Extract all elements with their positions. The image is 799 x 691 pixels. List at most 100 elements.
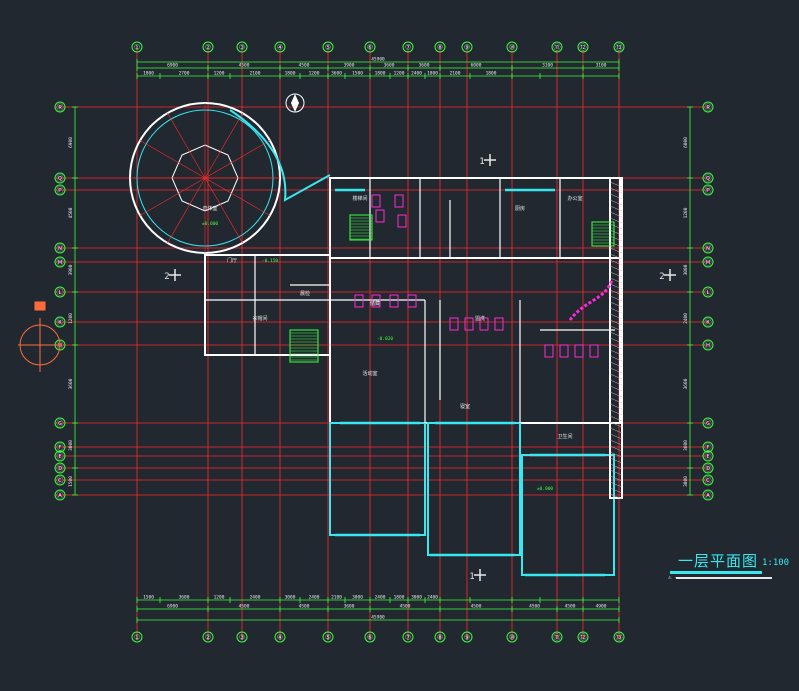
top-axis-label: ⑬ <box>616 44 623 52</box>
toilet-stall <box>494 317 504 331</box>
top-detail-dim-label: 2400 <box>411 71 422 77</box>
left-axis-label: Ⓡ <box>57 104 64 112</box>
room-label: 门厅 <box>227 257 237 264</box>
bottom-row-dim-label: 4500 <box>400 604 411 610</box>
top-axis-label: ⑨ <box>464 44 470 52</box>
east-wall-hatch <box>609 247 623 254</box>
left-axis-label: Ⓒ <box>57 477 64 485</box>
right-axis-bubble <box>702 286 714 298</box>
curved-connector-wall <box>229 109 331 202</box>
right-axis-label: Ⓕ <box>705 444 712 452</box>
north-arrow-tip <box>34 301 46 311</box>
right-axis-bubble <box>702 172 714 184</box>
right-axis-bubble <box>702 316 714 328</box>
east-wall-hatch <box>609 493 623 500</box>
toilet-stall <box>464 317 474 331</box>
top-row-dim-label: 3600 <box>384 63 395 69</box>
drawing-title-block: 一层平面图 1:100 ⚠ — <box>668 550 799 590</box>
right-axis-label: Ⓡ <box>705 104 712 112</box>
left-axis-label: Ⓛ <box>57 289 64 297</box>
top-axis-label: ① <box>134 44 140 52</box>
bottom-axis-label: ③ <box>239 634 245 642</box>
toilet-stall <box>389 294 399 308</box>
right-axis-label: Ⓔ <box>705 453 712 461</box>
east-wall-hatch <box>609 445 623 452</box>
bottom-axis-bubble <box>506 631 518 643</box>
top-axis-bubble <box>434 41 446 53</box>
top-detail-dim-label: 1800 <box>427 71 438 77</box>
east-wall-hatch <box>609 289 623 296</box>
round-hall-radial-line <box>167 112 206 179</box>
bottom-row-dim-label: 4500 <box>239 604 250 610</box>
top-detail-dim-label: 2100 <box>450 71 461 77</box>
east-wall-hatch <box>609 385 623 392</box>
top-axis-bubble <box>274 41 286 53</box>
top-detail-dim-label: 1200 <box>309 71 320 77</box>
east-wall-hatch <box>609 307 623 314</box>
left-axis-label: Ⓠ <box>57 175 64 183</box>
top-axis-label: ④ <box>277 44 283 52</box>
right-col-dim-label: 3600 <box>683 440 689 451</box>
east-wall-hatch <box>609 181 623 188</box>
east-wall-hatch <box>609 211 623 218</box>
east-wall-hatch <box>609 349 623 356</box>
right-axis-bubble <box>702 417 714 429</box>
bottom-axis-label: ⑥ <box>367 634 373 642</box>
spiral-slide <box>568 279 614 321</box>
round-hall-radial-line <box>204 177 271 216</box>
bottom-axis-bubble <box>322 631 334 643</box>
top-axis-bubble <box>461 41 473 53</box>
right-col-dim-label: 3000 <box>683 264 689 275</box>
bottom-axis-bubble <box>236 631 248 643</box>
top-axis-label: ⑪ <box>554 44 561 52</box>
east-wall-hatch <box>609 409 623 416</box>
top-row-dim-label: 3900 <box>344 63 355 69</box>
bottom-axis-bubble <box>274 631 286 643</box>
right-axis-bubble <box>702 339 714 351</box>
bottom-detail-dim-label: 1200 <box>214 595 225 601</box>
bottom-detail-dim-label: 3000 <box>411 595 422 601</box>
left-col-dim-label: 6900 <box>68 137 74 148</box>
right-axis-bubble <box>702 256 714 268</box>
bottom-axis-bubble <box>551 631 563 643</box>
left-axis-label: Ⓕ <box>57 444 64 452</box>
east-wall-hatch <box>609 427 623 434</box>
bottom-axis-label: ⑫ <box>580 634 587 642</box>
bottom-axis-label: ⑦ <box>405 634 411 642</box>
left-axis-bubble <box>54 450 66 462</box>
toilet-stall <box>479 317 489 331</box>
right-axis-bubble <box>702 101 714 113</box>
bottom-axis-bubble <box>613 631 625 643</box>
top-detail-dim-label: 2700 <box>179 71 190 77</box>
right-axis-label: Ⓛ <box>705 289 712 297</box>
toilet-stall <box>371 194 381 208</box>
east-wall-hatch <box>609 205 623 212</box>
round-hall-radial-line <box>204 177 243 244</box>
room-label: 音体室 <box>202 205 217 212</box>
east-wall-hatch <box>609 475 623 482</box>
room-label: 盥洗 <box>475 315 485 322</box>
east-wall-hatch <box>609 397 623 404</box>
round-hall-radial-line <box>204 140 271 179</box>
bottom-axis-label: ④ <box>277 634 283 642</box>
east-wall-hatch <box>609 295 623 302</box>
section-mark-label: 2 <box>164 272 169 282</box>
left-axis-label: Ⓚ <box>57 319 64 327</box>
right-col-dim-label: 2400 <box>683 313 689 324</box>
left-axis-bubble <box>54 242 66 254</box>
right-col-dim-label: 6000 <box>683 137 689 148</box>
bottom-detail-dim-label: 1800 <box>394 595 405 601</box>
top-axis-bubble <box>551 41 563 53</box>
bottom-axis-bubble <box>202 631 214 643</box>
round-hall-radial-line <box>139 177 206 216</box>
compass-rose-star <box>291 94 299 112</box>
left-axis-bubble <box>54 462 66 474</box>
left-col-dim-label: 3600 <box>68 378 74 389</box>
section-mark-label: 1 <box>469 572 474 582</box>
plan-scale: 1:100 <box>762 558 790 568</box>
bottom-total-dim-label: 45900 <box>371 615 385 621</box>
right-axis-label: Ⓓ <box>705 465 712 473</box>
toilet-stall <box>407 294 417 308</box>
